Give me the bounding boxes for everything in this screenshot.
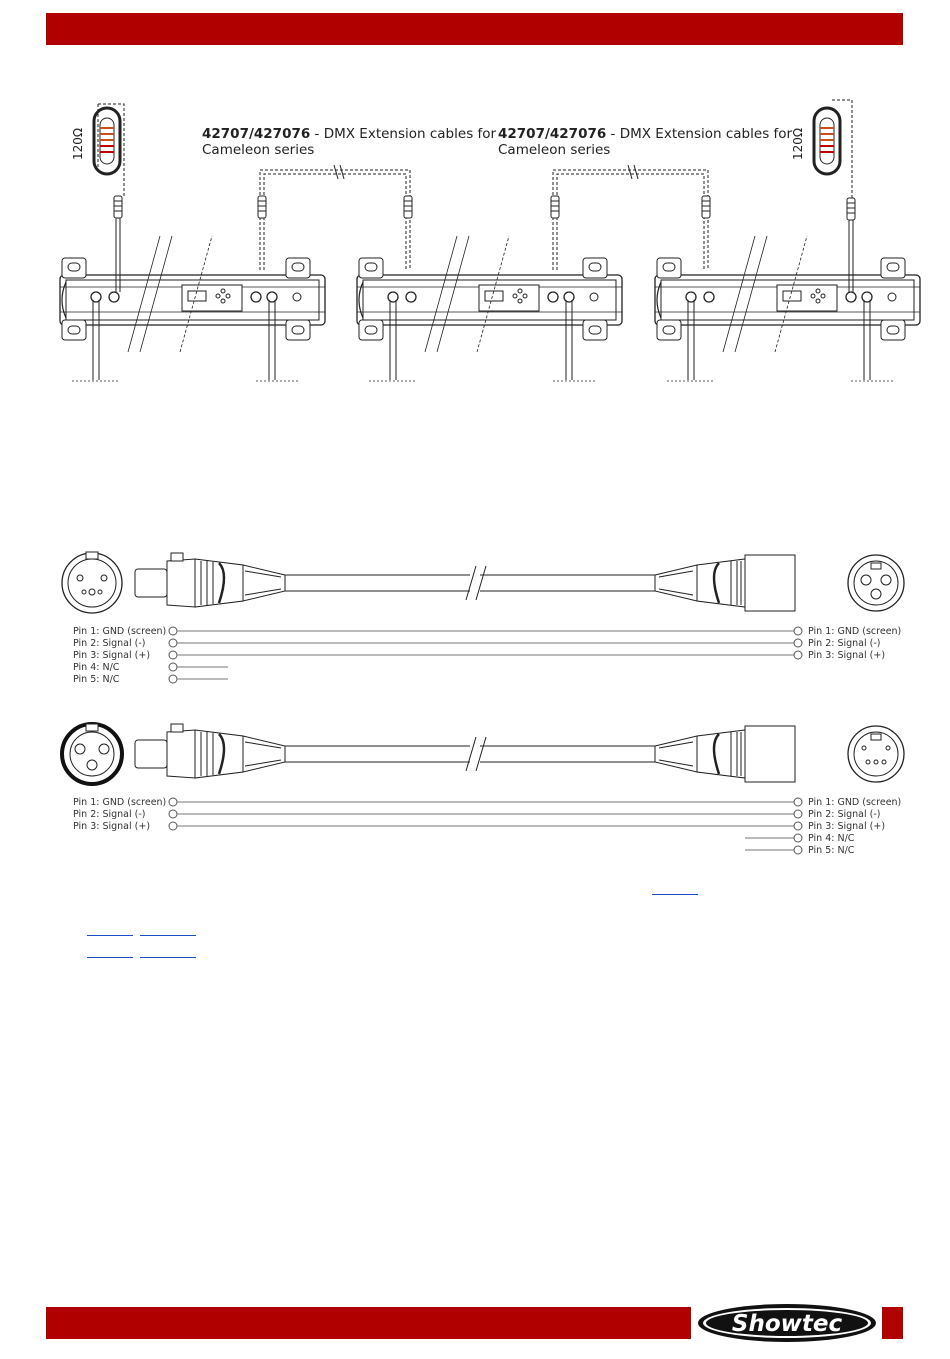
hyperlink[interactable] xyxy=(87,957,133,958)
hyperlink[interactable] xyxy=(140,957,196,958)
hyperlink[interactable] xyxy=(652,894,698,895)
cable-code: 42707/427076 xyxy=(202,126,311,142)
header-bar xyxy=(46,13,903,45)
cable-2-right-pin-3: Pin 3: Signal (+) xyxy=(808,821,886,832)
brand-text: Showtec xyxy=(732,1311,843,1337)
footer-bar xyxy=(46,1307,691,1339)
cable-1-drawing xyxy=(61,551,905,684)
cable-label-1: 42707/427076 - DMX Extension cables for … xyxy=(202,126,496,158)
cable-series: Cameleon series xyxy=(498,142,611,158)
cable-label-2: 42707/427076 - DMX Extension cables for … xyxy=(498,126,792,158)
cable-1-right-pin-1: Pin 1: GND (screen) xyxy=(808,626,902,637)
cable-code: 42707/427076 xyxy=(498,126,607,142)
adapter-cable-diagrams xyxy=(60,551,905,855)
hyperlink[interactable] xyxy=(140,935,196,936)
hyperlink[interactable] xyxy=(87,935,133,936)
cable-2-right-pin-5: Pin 5: N/C xyxy=(808,845,855,856)
cable-1-left-pin-3: Pin 3: Signal (+) xyxy=(73,650,151,661)
cable-1-left-pin-1: Pin 1: GND (screen) xyxy=(73,626,167,637)
cable-2-right-pin-2: Pin 2: Signal (-) xyxy=(808,809,881,820)
cable-2-left-pin-1: Pin 1: GND (screen) xyxy=(73,797,167,808)
cable-2-left-pin-2: Pin 2: Signal (-) xyxy=(73,809,146,820)
cable-2-drawing xyxy=(60,722,905,855)
cable-1-left-pin-2: Pin 2: Signal (-) xyxy=(73,638,146,649)
cable-1-right-pin-3: Pin 3: Signal (+) xyxy=(808,650,886,661)
footer-bar-right xyxy=(882,1307,903,1339)
cable-1-left-pin-4: Pin 4: N/C xyxy=(73,662,120,673)
cable-2-left-pin-3: Pin 3: Signal (+) xyxy=(73,821,151,832)
cable-1-left-pin-5: Pin 5: N/C xyxy=(73,674,120,685)
cable-desc: - DMX Extension cables for xyxy=(310,126,497,142)
cable-2-right-pin-1: Pin 1: GND (screen) xyxy=(808,797,902,808)
cable-1-right-pin-2: Pin 2: Signal (-) xyxy=(808,638,881,649)
cable-desc: - DMX Extension cables for xyxy=(606,126,793,142)
fixture-chain-diagram xyxy=(59,99,921,382)
showtec-logo: Showtec xyxy=(696,1302,878,1344)
cable-2-right-pin-4: Pin 4: N/C xyxy=(808,833,855,844)
cable-series: Cameleon series xyxy=(202,142,315,158)
